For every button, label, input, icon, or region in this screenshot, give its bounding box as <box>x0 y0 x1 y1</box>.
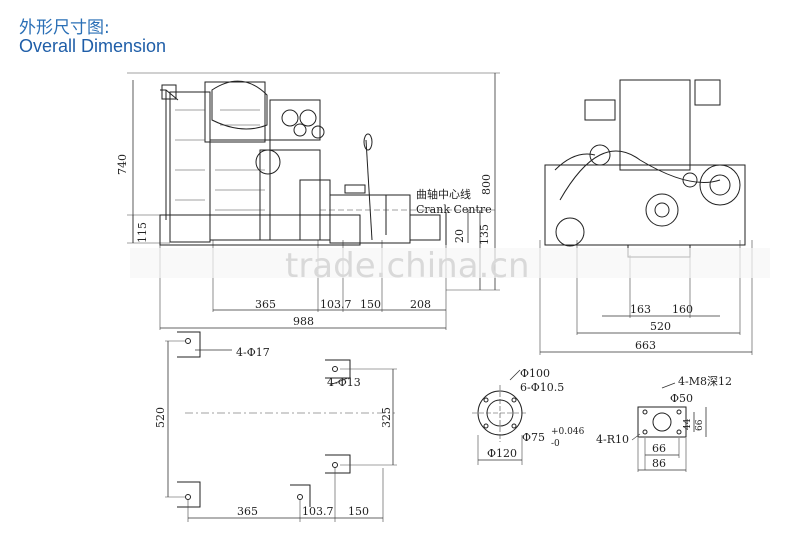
flange-d75-label: Φ75 <box>522 431 545 444</box>
holes-13-label: 4-Φ13 <box>327 376 361 389</box>
dim-208-label: 208 <box>410 298 431 311</box>
page-title: Overall Dimension <box>19 36 167 56</box>
flange-d100-label: Φ100 <box>520 367 550 380</box>
side-view-engine <box>127 72 500 330</box>
watermark: trade.china.cn <box>285 246 530 286</box>
shaft-dim-44-label: 44 <box>683 418 693 430</box>
shaft-dim-66v-label: 66 <box>695 419 705 431</box>
height-800-label: 800 <box>480 174 493 195</box>
dim-150-label: 150 <box>360 298 381 311</box>
front-dim-163-label: 163 <box>630 303 651 316</box>
shaft-dim-66-label: 66 <box>652 442 666 455</box>
shaft-end-drawing <box>637 406 687 438</box>
base-plan <box>177 331 395 508</box>
height-740-label: 740 <box>116 154 129 175</box>
dim-135-label: 135 <box>478 224 491 245</box>
shaft-r10-label: 4-R10 <box>596 433 629 446</box>
watermark-band <box>130 248 770 278</box>
crank-centre-label: Crank Centre <box>416 203 492 216</box>
flange-tol-lower: -0 <box>551 439 560 449</box>
shaft-d50-label: Φ50 <box>670 392 693 405</box>
flange-tol-upper: +0.046 <box>551 427 585 437</box>
front-dim-663-label: 663 <box>635 339 656 352</box>
front-view-engine <box>544 79 746 258</box>
front-dim-160-label: 160 <box>672 303 693 316</box>
front-dim-520-label: 520 <box>650 320 671 333</box>
holes-17-label: 4-Φ17 <box>236 346 270 359</box>
base-dim-520-label: 520 <box>154 407 167 428</box>
base-dim-103-7-label: 103.7 <box>302 505 334 518</box>
crank-centre-label-cn: 曲轴中心线 <box>416 187 471 201</box>
base-dim-365-label: 365 <box>237 505 258 518</box>
base-dim-325-label: 325 <box>380 407 393 428</box>
base-dim-150-label: 150 <box>348 505 369 518</box>
dim-365-label: 365 <box>255 298 276 311</box>
dim-20-label: 20 <box>453 229 466 243</box>
dim-115-label: 115 <box>136 222 149 243</box>
shaft-thread-label: 4-M8深12 <box>678 375 732 388</box>
flange-d120-label: Φ120 <box>487 447 517 460</box>
shaft-dim-86-label: 86 <box>652 457 666 470</box>
page-title-cn: 外形尺寸图: <box>19 18 110 38</box>
dim-988-label: 988 <box>293 315 314 328</box>
flange-drawing <box>472 385 528 442</box>
flange-holes-label: 6-Φ10.5 <box>520 381 564 394</box>
dim-103-7-label: 103.7 <box>320 298 352 311</box>
